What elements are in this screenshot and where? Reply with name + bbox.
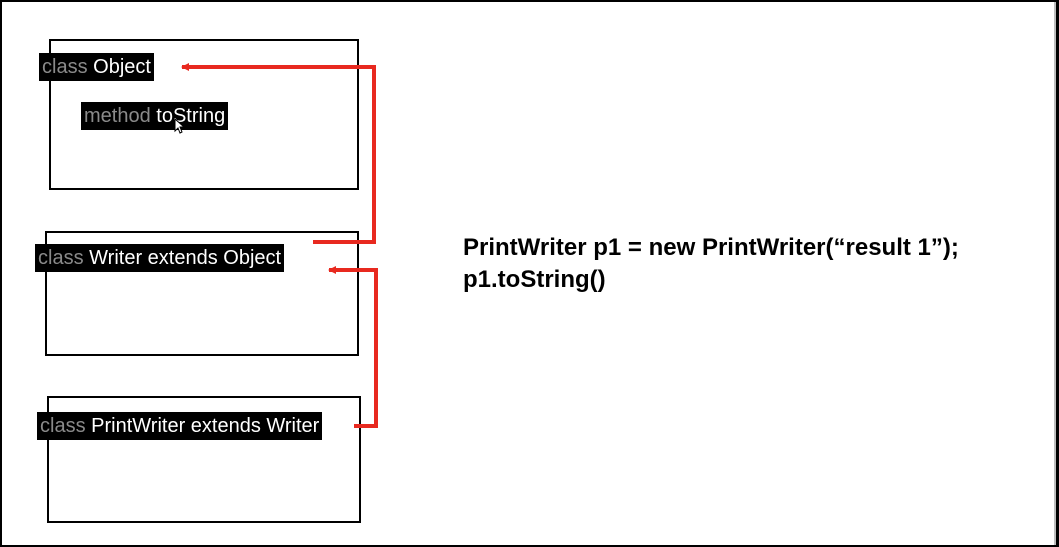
code-line-2: p1.toString() [463,266,606,293]
object-class-label: class Object [39,53,154,81]
mouse-cursor-icon [174,118,186,134]
method-keyword: method [84,105,151,127]
printwriter-class-label: class PrintWriter extends Writer [37,412,323,440]
object-class-name: Object [93,56,151,78]
code-snippet: PrintWriter p1 = new PrintWriter(“result… [463,232,959,296]
tostring-method-label: method toString [81,102,229,130]
method-name: toString [156,105,226,127]
writer-class-name: Writer extends Object [89,247,282,269]
printwriter-class-keyword: class [40,415,86,437]
printwriter-class-name: PrintWriter extends Writer [91,415,320,437]
writer-class-keyword: class [38,247,84,269]
code-line-1: PrintWriter p1 = new PrintWriter(“result… [463,234,959,261]
writer-class-label: class Writer extends Object [35,244,285,272]
object-class-keyword: class [42,56,88,78]
